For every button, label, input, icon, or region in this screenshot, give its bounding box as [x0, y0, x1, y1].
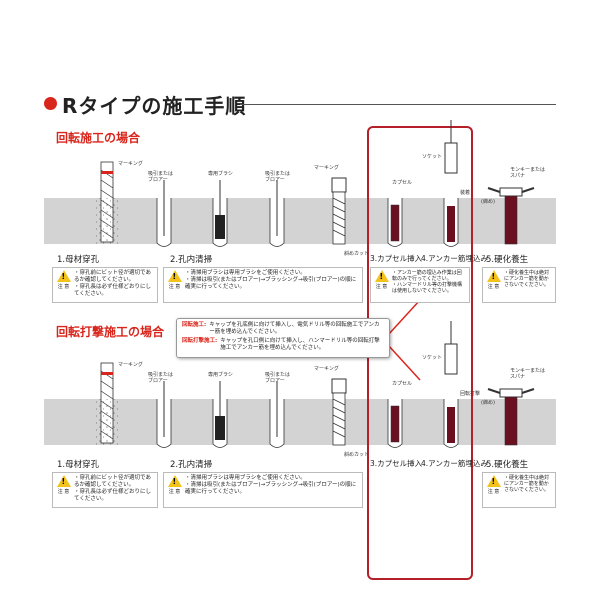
page-title: Rタイプの施工手順: [62, 94, 247, 118]
step-3-label: 3.カプセル挿入: [370, 459, 423, 468]
step-4-label: 4.アンカー筋埋込み: [421, 254, 488, 263]
warning-icon: !注 意: [56, 475, 71, 495]
title-divider: [240, 104, 556, 105]
note-curing: !注 意 ・硬化養生中は絶対にアンカー筋を動かさないでください。: [482, 472, 556, 508]
warning-icon: !注 意: [486, 475, 501, 495]
step-1-label: 1.母材穿孔: [57, 460, 100, 470]
section-heading-rotary: 回転施工の場合: [56, 131, 141, 145]
label-capsule: カプセル: [392, 381, 413, 387]
step-2-label: 2.孔内清掃: [170, 255, 213, 265]
warning-icon: !注 意: [167, 270, 182, 290]
step-5-label: 5.硬化養生: [486, 255, 529, 265]
note-curing: !注 意 ・硬化養生中は絶対にアンカー筋を動かさないでください。: [482, 267, 556, 303]
step-2-label: 2.孔内清掃: [170, 460, 213, 470]
note-cleaning: !注 意 ・清掃用ブラシは専用ブラシをご使用ください。 ・清掃は吸引(またはブロ…: [163, 472, 363, 508]
label-socket: ソケット: [422, 154, 443, 160]
concrete-band-rotary: [44, 198, 556, 244]
label-monkey: モンキーまたは スパナ: [510, 368, 546, 380]
concrete-band-impact: [44, 399, 556, 445]
warning-icon: !注 意: [167, 475, 182, 495]
label-blower: 吸引または ブロアー: [148, 171, 174, 183]
label-tighten: (締め): [481, 199, 495, 205]
label-brush: 専用ブラシ: [208, 372, 233, 378]
step-3-label: 3.カプセル挿入: [370, 254, 423, 263]
note-drilling: !注 意 ・穿孔前にビット径が適切であるか確認してください。 ・穿孔長は必ず仕様…: [52, 472, 158, 508]
label-marking: マーキング: [118, 362, 143, 368]
label-tighten: (締め): [481, 400, 495, 406]
label-monkey: モンキーまたは スパナ: [510, 167, 546, 179]
section-heading-impact: 回転打撃施工の場合: [56, 325, 165, 339]
installation-method-popup: 回転施工:キャップを孔底側に向けて挿入し、電気ドリル等の回転施工でアンカー筋を埋…: [176, 318, 390, 358]
label-brush: 専用ブラシ: [208, 171, 233, 177]
label-blower: 吸引または ブロアー: [148, 372, 174, 384]
label-aux: 装着: [460, 190, 471, 196]
label-marking-2: マーキング: [314, 366, 339, 372]
label-cut: 斜めカット: [344, 251, 370, 257]
title-bullet-icon: [44, 97, 57, 110]
label-aux: 回転打撃: [460, 391, 481, 397]
step-5-label: 5.硬化養生: [486, 460, 529, 470]
label-blower-2: 吸引または ブロアー: [265, 372, 291, 384]
warning-icon: !注 意: [56, 270, 71, 290]
step-4-label: 4.アンカー筋埋込み: [421, 459, 488, 468]
note-embedding: !注 意 ・アンカー筋の埋込み作業は回転のみで行ってください。 ・ハンマードリル…: [370, 267, 470, 303]
anchor-bar-icon: [331, 177, 347, 245]
label-marking: マーキング: [118, 161, 143, 167]
step-1-label: 1.母材穿孔: [57, 255, 100, 265]
warning-icon: !注 意: [486, 270, 501, 290]
note-cleaning: !注 意 ・清掃用ブラシは専用ブラシをご使用ください。 ・清掃は吸引(またはブロ…: [163, 267, 363, 303]
label-socket: ソケット: [422, 355, 443, 361]
label-cut: 斜めカット: [344, 452, 370, 458]
warning-icon: !注 意: [374, 270, 389, 290]
label-marking-2: マーキング: [314, 165, 339, 171]
label-blower-2: 吸引または ブロアー: [265, 171, 291, 183]
note-drilling: !注 意 ・穿孔前にビット径が適切であるか確認してください。 ・穿孔長は必ず仕様…: [52, 267, 158, 303]
label-capsule: カプセル: [392, 180, 413, 186]
